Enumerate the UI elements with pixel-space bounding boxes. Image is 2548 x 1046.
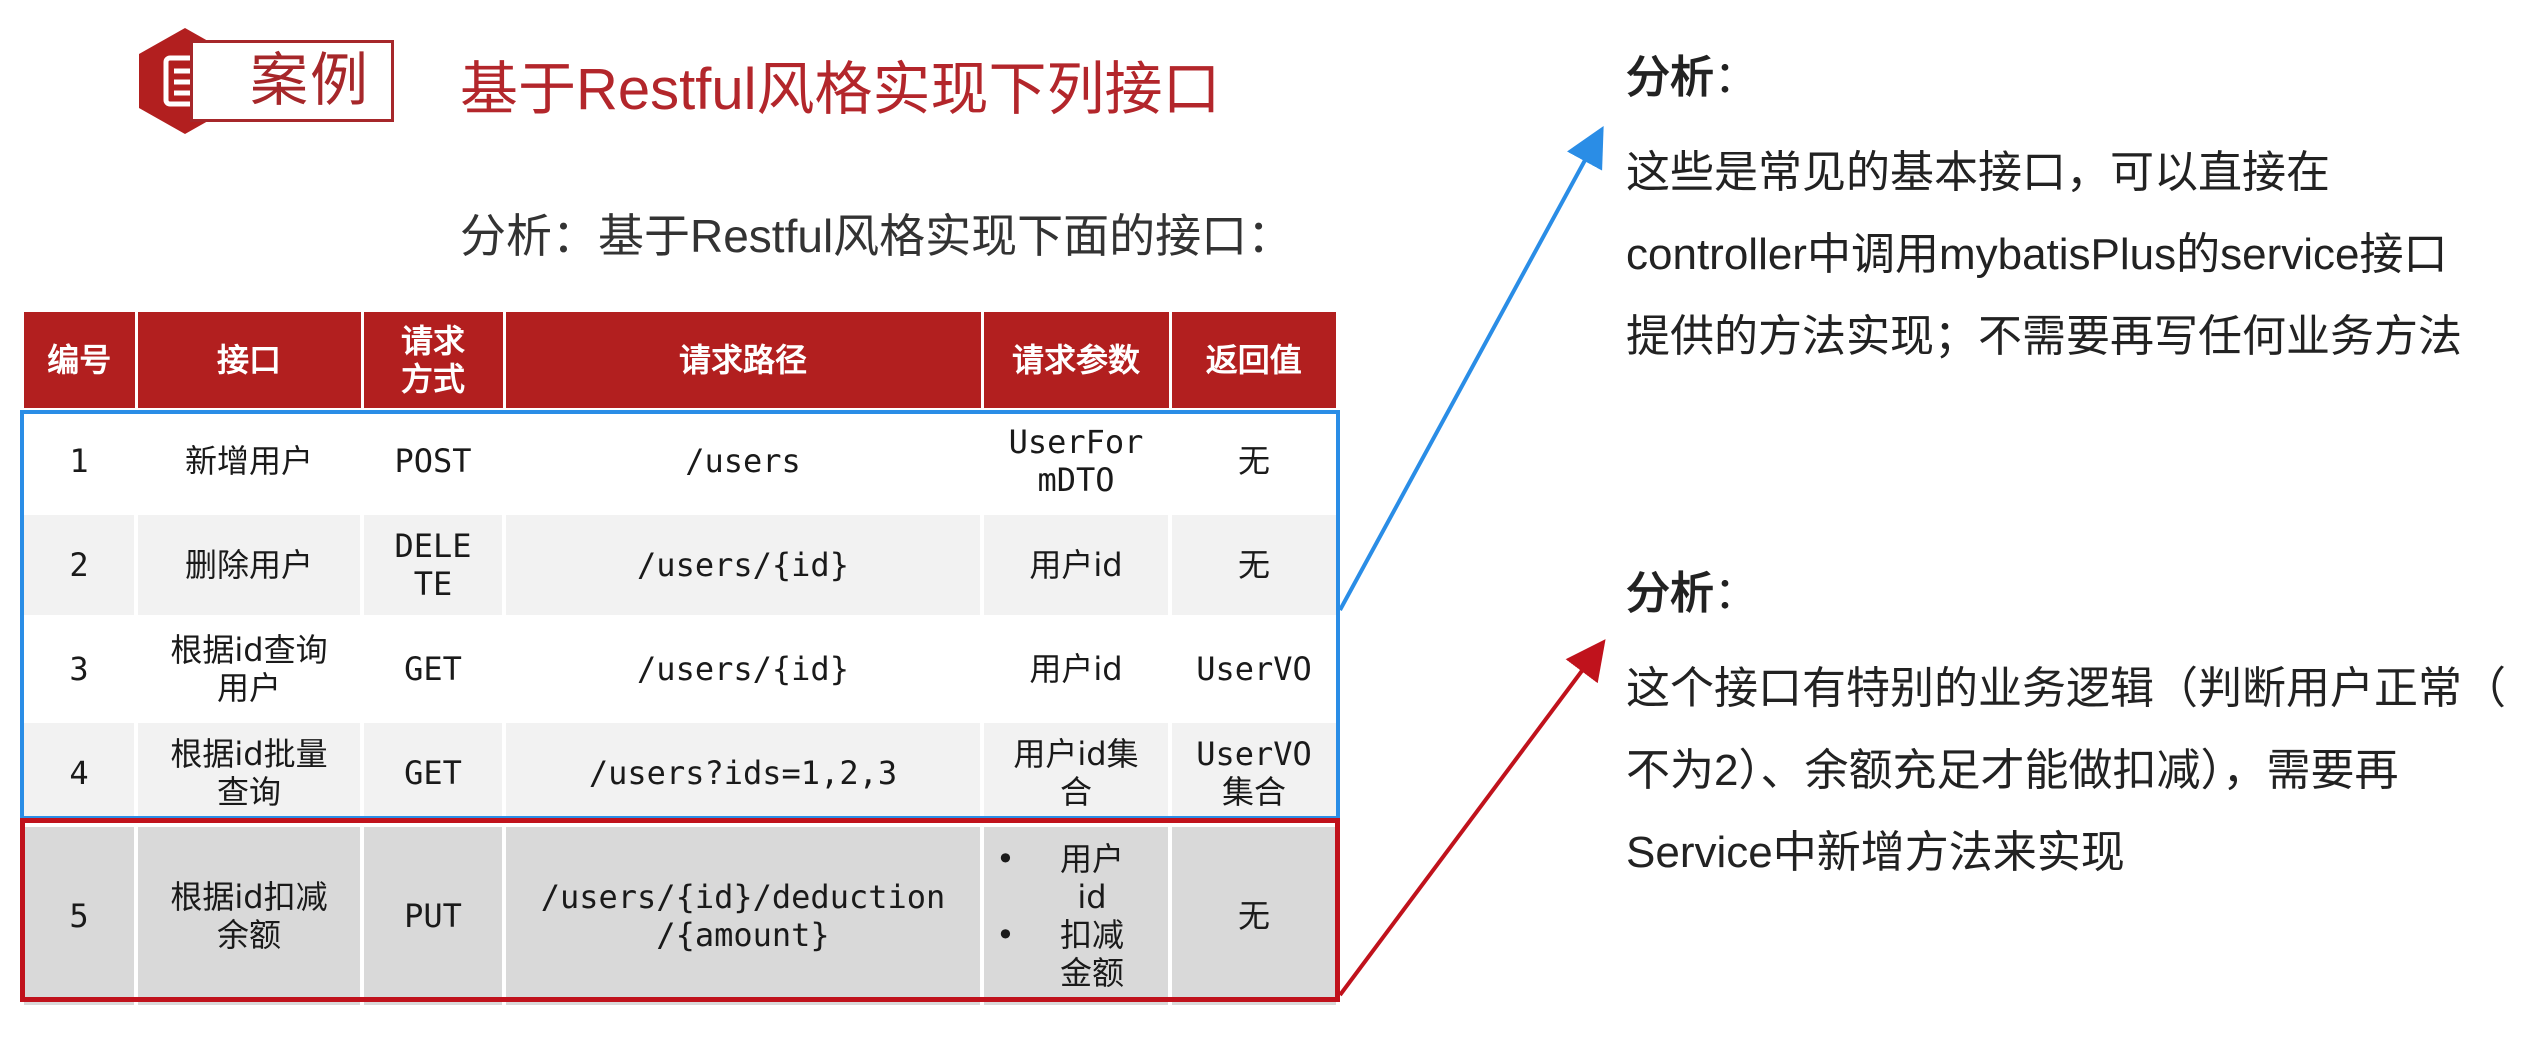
badge-frame	[190, 40, 394, 122]
cell-path: /users/{id}/deduction/{amount}	[504, 825, 984, 1009]
cell-method: GET	[362, 721, 506, 827]
header-number: 编号	[24, 312, 138, 411]
header-path: 请求路径	[504, 312, 984, 411]
table-row: 4 根据id批量查询 GET /users?ids=1,2,3 用户id集合 U…	[24, 721, 1336, 827]
cell-interface: 根据id扣减余额	[136, 825, 364, 1009]
analysis-line: Service中新增方法来实现	[1626, 828, 2125, 877]
header-interface: 接口	[136, 312, 364, 411]
cell-return: UserVO	[1170, 617, 1336, 723]
cell-path: /users?ids=1,2,3	[504, 721, 984, 827]
badge-label: 案例	[250, 48, 371, 113]
case-badge: 案例	[130, 26, 400, 134]
cell-number: 5	[24, 825, 138, 1009]
red-arrow	[1338, 639, 1606, 997]
cell-path: /users/{id}	[504, 513, 984, 619]
cell-return: 无	[1170, 513, 1336, 619]
table-header-row: 编号 接口 请求方式 请求路径 请求参数 返回值	[24, 312, 1336, 411]
header-method: 请求方式	[362, 312, 506, 411]
cell-interface: 根据id查询用户	[136, 617, 364, 723]
analysis-line: 这个接口有特别的业务逻辑（判断用户正常（	[1626, 664, 2506, 713]
analysis-line: controller中调用mybatisPlus的service接口	[1626, 230, 2448, 279]
param-item: 用户id	[996, 840, 1160, 916]
analysis-line: 提供的方法实现；不需要再写任何业务方法	[1626, 312, 2462, 361]
analysis-body: 这些是常见的基本接口，可以直接在 controller中调用mybatisPlu…	[1626, 132, 2462, 378]
cell-params: 用户id	[982, 513, 1172, 619]
api-table: 编号 接口 请求方式 请求路径 请求参数 返回值 1 新增用户 POST /us…	[24, 312, 1336, 1009]
cell-interface: 新增用户	[136, 409, 364, 515]
cell-params: 用户id集合	[982, 721, 1172, 827]
cell-interface: 根据id批量查询	[136, 721, 364, 827]
cell-params: 用户id	[982, 617, 1172, 723]
cell-number: 4	[24, 721, 138, 827]
analysis-heading: 分析：	[1626, 53, 1758, 102]
cell-number: 3	[24, 617, 138, 723]
header-return: 返回值	[1170, 312, 1336, 411]
analysis-business: 分析： 这个接口有特别的业务逻辑（判断用户正常（ 不为2）、余额充足才能做扣减）…	[1626, 564, 2506, 894]
analysis-basic: 分析： 这些是常见的基本接口，可以直接在 controller中调用mybati…	[1626, 48, 2462, 378]
cell-interface: 删除用户	[136, 513, 364, 619]
table-row: 5 根据id扣减余额 PUT /users/{id}/deduction/{am…	[24, 825, 1336, 1009]
analysis-heading: 分析：	[1626, 569, 1758, 618]
cell-return: 无	[1170, 409, 1336, 515]
page-subtitle: 分析：基于Restful风格实现下面的接口：	[460, 210, 1294, 262]
cell-number: 1	[24, 409, 138, 515]
analysis-line: 这些是常见的基本接口，可以直接在	[1626, 148, 2330, 197]
cell-number: 2	[24, 513, 138, 619]
cell-method: GET	[362, 617, 506, 723]
table-row: 3 根据id查询用户 GET /users/{id} 用户id UserVO	[24, 617, 1336, 723]
cell-path: /users/{id}	[504, 617, 984, 723]
cell-method: PUT	[362, 825, 506, 1009]
cell-method: POST	[362, 409, 506, 515]
cell-return: 无	[1170, 825, 1336, 1009]
analysis-line: 不为2）、余额充足才能做扣减），需要再	[1626, 746, 2399, 795]
cell-path: /users	[504, 409, 984, 515]
header-params: 请求参数	[982, 312, 1172, 411]
analysis-body: 这个接口有特别的业务逻辑（判断用户正常（ 不为2）、余额充足才能做扣减），需要再…	[1626, 648, 2506, 894]
page-title: 基于Restful风格实现下列接口	[460, 57, 1221, 122]
blue-arrow	[1338, 125, 1604, 611]
